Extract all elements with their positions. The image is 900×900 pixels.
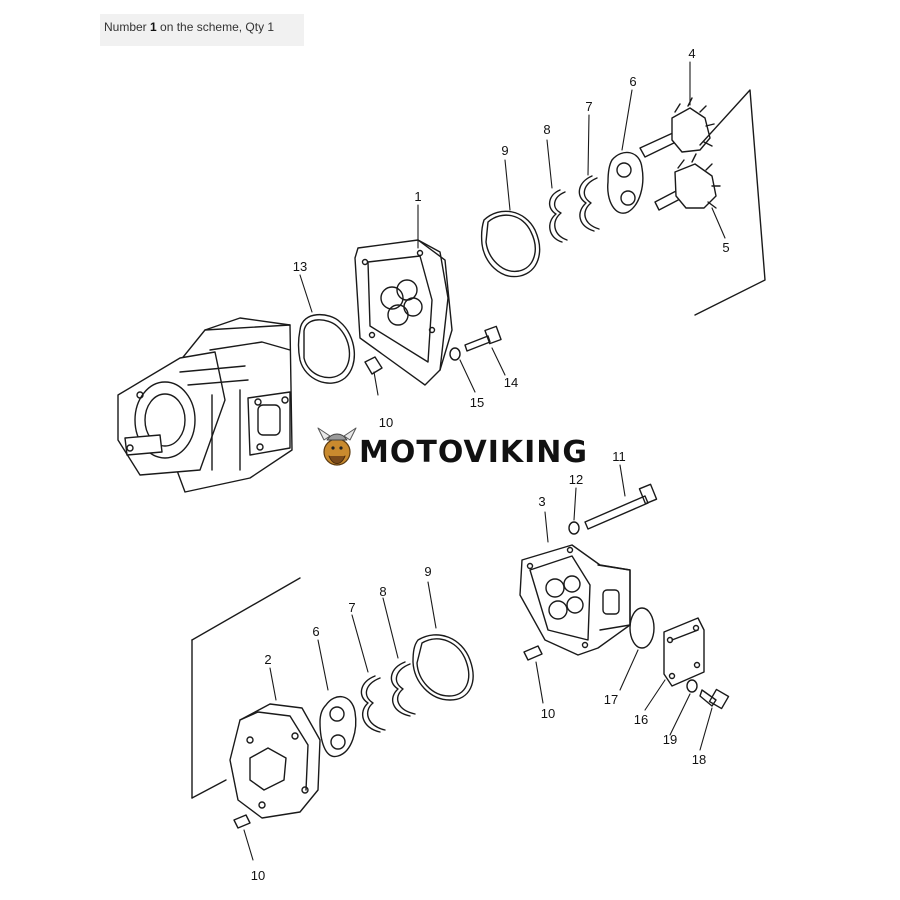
callout-14: 14	[504, 375, 518, 390]
callout-7-top: 7	[585, 99, 592, 114]
scheme-caption: Number 1 on the scheme, Qty 1	[100, 14, 304, 46]
callout-19: 19	[663, 732, 677, 747]
callout-17: 17	[604, 692, 618, 707]
part-14-bolt	[464, 325, 502, 352]
callout-18: 18	[692, 752, 706, 767]
part-16-plate	[663, 617, 705, 687]
part-7-retainer-top	[578, 175, 600, 232]
part-1-cover	[354, 239, 453, 386]
part-19-washer	[686, 679, 698, 693]
callout-10-mid: 10	[541, 706, 555, 721]
callout-13: 13	[293, 259, 307, 274]
part-2-housing	[229, 703, 321, 819]
callout-5: 5	[722, 240, 729, 255]
part-8-retainer-bottom	[390, 661, 416, 717]
callout-7-bottom: 7	[348, 600, 355, 615]
part-5-driven-gear	[654, 153, 721, 211]
motoviking-watermark: MOTOVIKING	[314, 427, 588, 470]
bracket-top	[694, 89, 766, 316]
callout-16: 16	[634, 712, 648, 727]
part-12-washer	[568, 521, 580, 535]
part-13-oring-top	[297, 314, 356, 384]
callout-9-bottom: 9	[424, 564, 431, 579]
callout-2: 2	[264, 652, 271, 667]
caption-number: 1	[150, 20, 157, 34]
part-18-bolt	[699, 688, 730, 710]
part-11-long-bolt	[584, 483, 658, 530]
caption-prefix: Number	[104, 20, 151, 34]
callout-6-bottom: 6	[312, 624, 319, 639]
callout-6-top: 6	[629, 74, 636, 89]
bracket-bottom	[191, 577, 301, 799]
callout-12: 12	[569, 472, 583, 487]
callout-9-top: 9	[501, 143, 508, 158]
callout-8-bottom: 8	[379, 584, 386, 599]
part-7-retainer-bottom	[360, 675, 386, 733]
callout-8-top: 8	[543, 122, 550, 137]
part-8-retainer-top	[549, 189, 568, 243]
callout-4: 4	[688, 46, 695, 61]
callout-10-top: 10	[379, 415, 393, 430]
part-10-pin-mid	[523, 645, 543, 661]
callout-numbers: 1 2 3 4 5 6 6 7 7 8 8 9 9 10 10 10 11 12…	[251, 46, 730, 883]
watermark-text: MOTOVIKING	[359, 435, 588, 470]
part-9-oring-top	[480, 210, 541, 278]
part-9-oring-bottom	[412, 634, 474, 701]
caption-suffix: on the scheme, Qty 1	[156, 20, 275, 34]
part-15-washer	[449, 347, 461, 361]
part-17-oring-small	[629, 607, 655, 649]
part-10-pin-bottom	[233, 814, 251, 829]
callout-10-bottom: 10	[251, 868, 265, 883]
callout-3: 3	[538, 494, 545, 509]
part-3-cover	[519, 544, 631, 656]
callout-11: 11	[612, 449, 626, 464]
part-6-plate-top	[607, 151, 644, 214]
callout-15: 15	[470, 395, 484, 410]
leader-lines	[243, 61, 726, 861]
viking-head-logo	[317, 427, 357, 466]
part-10-pin-top	[364, 356, 383, 375]
part-4-drive-gear	[639, 97, 715, 158]
part-6-plate-bottom	[319, 696, 357, 758]
assembled-pump-body	[117, 317, 293, 493]
callout-1: 1	[414, 189, 421, 204]
